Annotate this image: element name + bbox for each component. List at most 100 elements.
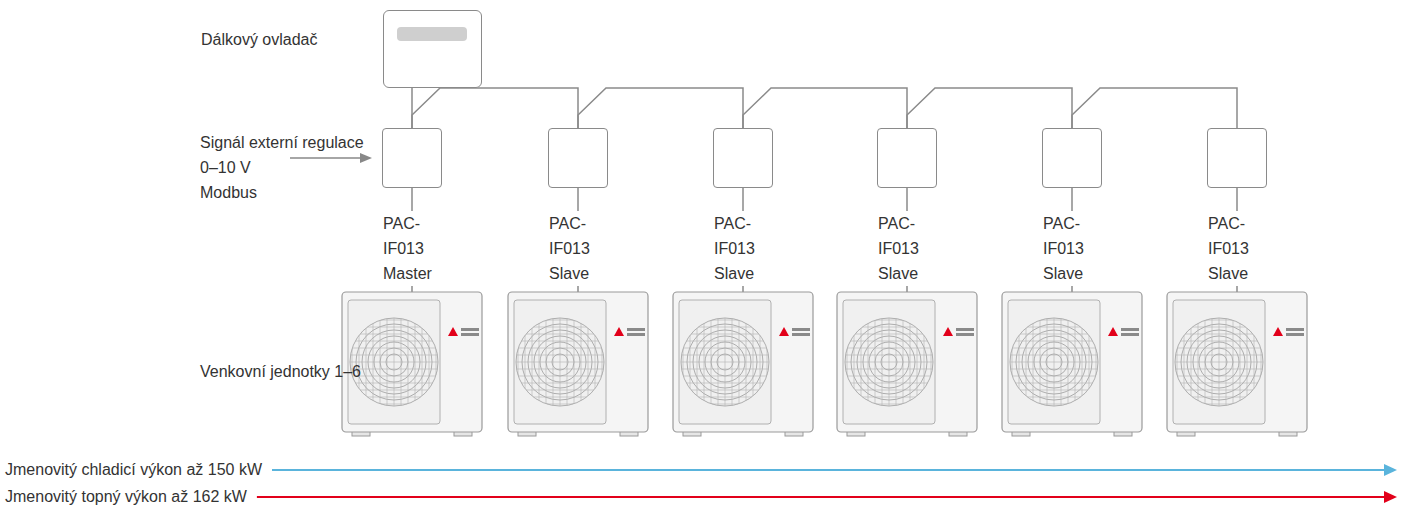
- fan-grille: [360, 390, 428, 391]
- annotation-text: Jmenovitý chladicí výkon až 150 kW: [5, 460, 262, 480]
- brand-logo: [956, 328, 974, 331]
- fan-grille: [1089, 335, 1090, 388]
- annotation-text: 0–10 V: [200, 158, 251, 178]
- fan-grille: [350, 318, 438, 406]
- capacity-arrow: [272, 469, 1386, 471]
- brand-logo: [1273, 327, 1283, 336]
- device-label: Dálkový ovladač: [201, 27, 318, 52]
- interface-box: PAC-IF013 Slave: [1207, 128, 1267, 188]
- bus-cable: [743, 88, 907, 128]
- signal-arrowhead: [360, 153, 372, 163]
- module-label: PAC-IF013 Slave: [878, 211, 921, 286]
- signal-arrow: [290, 157, 362, 159]
- fan-grille: [682, 369, 769, 370]
- fan-grille: [415, 323, 416, 400]
- fan-grille: [691, 390, 759, 391]
- fan-grille: [931, 349, 932, 375]
- brand-logo: [1108, 327, 1118, 336]
- fan-grille: [683, 376, 766, 377]
- fan-grille: [746, 323, 747, 400]
- fan-grille: [581, 323, 582, 400]
- interface-box: PAC-IF013 Master: [382, 128, 442, 188]
- fan-grille: [521, 383, 598, 384]
- fan-grille: [517, 369, 604, 370]
- fan-grille: [896, 319, 897, 406]
- fan-panel: [1008, 300, 1100, 424]
- annotation-text: Signál externí regulace: [200, 133, 364, 153]
- fan-grille: [681, 318, 769, 406]
- fan-grille: [350, 362, 438, 363]
- fan-grille: [739, 320, 740, 403]
- fan-grille: [1177, 376, 1260, 377]
- outdoor-unit: [1002, 292, 1142, 432]
- module-label: PAC-IF013 Slave: [1208, 211, 1251, 286]
- fan-grille: [845, 318, 933, 406]
- fan-grille: [574, 320, 575, 403]
- fan-grille: [408, 320, 409, 403]
- fan-grille: [422, 328, 423, 396]
- fan-grille: [910, 323, 911, 400]
- fan-grille: [1180, 383, 1257, 384]
- fan-grille: [567, 319, 568, 406]
- fan-grille: [1011, 369, 1098, 370]
- brand-logo: [1121, 333, 1139, 336]
- fan-grille: [1192, 397, 1245, 398]
- fan-grille: [1175, 362, 1263, 363]
- fan-grille: [845, 362, 933, 363]
- fan-grille: [1075, 323, 1076, 400]
- fan-grille: [1082, 328, 1083, 396]
- fan-grille: [686, 383, 763, 384]
- fan-grille: [1247, 328, 1248, 396]
- fan-grille: [681, 362, 769, 363]
- fan-grille: [547, 404, 573, 405]
- fan-grille: [367, 397, 420, 398]
- brand-logo: [943, 327, 953, 336]
- brand-logo: [956, 333, 974, 336]
- fan-grille: [753, 328, 754, 396]
- outdoor-unit: [342, 292, 482, 432]
- annotation-text: Venkovní jednotky 1–6: [200, 362, 361, 382]
- fan-panel: [514, 300, 606, 424]
- fan-grille: [1254, 335, 1255, 388]
- fan-grille: [698, 397, 751, 398]
- fan-grille: [351, 369, 438, 370]
- fan-grille: [1012, 376, 1095, 377]
- remote-controller: Dálkový ovladač: [383, 10, 482, 88]
- fan-grille: [767, 349, 768, 375]
- annotation-text: Jmenovitý topný výkon až 162 kW: [5, 487, 247, 507]
- fan-panel: [843, 300, 935, 424]
- fan-grille: [1041, 404, 1067, 405]
- fan-grille: [850, 383, 927, 384]
- brand-logo: [792, 328, 810, 331]
- brand-logo: [627, 333, 645, 336]
- outdoor-unit: [673, 292, 813, 432]
- fan-grille: [588, 328, 589, 396]
- fan-grille: [1176, 369, 1263, 370]
- fan-panel: [679, 300, 771, 424]
- fan-grille: [1027, 397, 1080, 398]
- brand-logo: [1121, 328, 1139, 331]
- capacity-arrowhead: [1384, 464, 1397, 476]
- fan-grille: [526, 390, 594, 391]
- fan-grille: [602, 349, 603, 375]
- fan-grille: [1206, 404, 1232, 405]
- fan-grille: [1233, 320, 1234, 403]
- fan-grille: [903, 320, 904, 403]
- module-label: PAC-IF013 Slave: [549, 211, 592, 286]
- fan-grille: [595, 335, 596, 388]
- fan-grille: [1175, 318, 1263, 406]
- fan-grille: [862, 397, 915, 398]
- fan-grille: [1185, 390, 1253, 391]
- fan-grille: [1015, 383, 1092, 384]
- fan-grille: [924, 335, 925, 388]
- brand-logo: [779, 327, 789, 336]
- fan-grille: [876, 404, 902, 405]
- fan-panel: [348, 300, 440, 424]
- outdoor-unit: [1167, 292, 1307, 432]
- interface-box: PAC-IF013 Slave: [713, 128, 773, 188]
- fan-grille: [516, 362, 604, 363]
- interface-box: PAC-IF013 Slave: [1042, 128, 1102, 188]
- fan-grille: [1096, 349, 1097, 375]
- fan-grille: [846, 369, 933, 370]
